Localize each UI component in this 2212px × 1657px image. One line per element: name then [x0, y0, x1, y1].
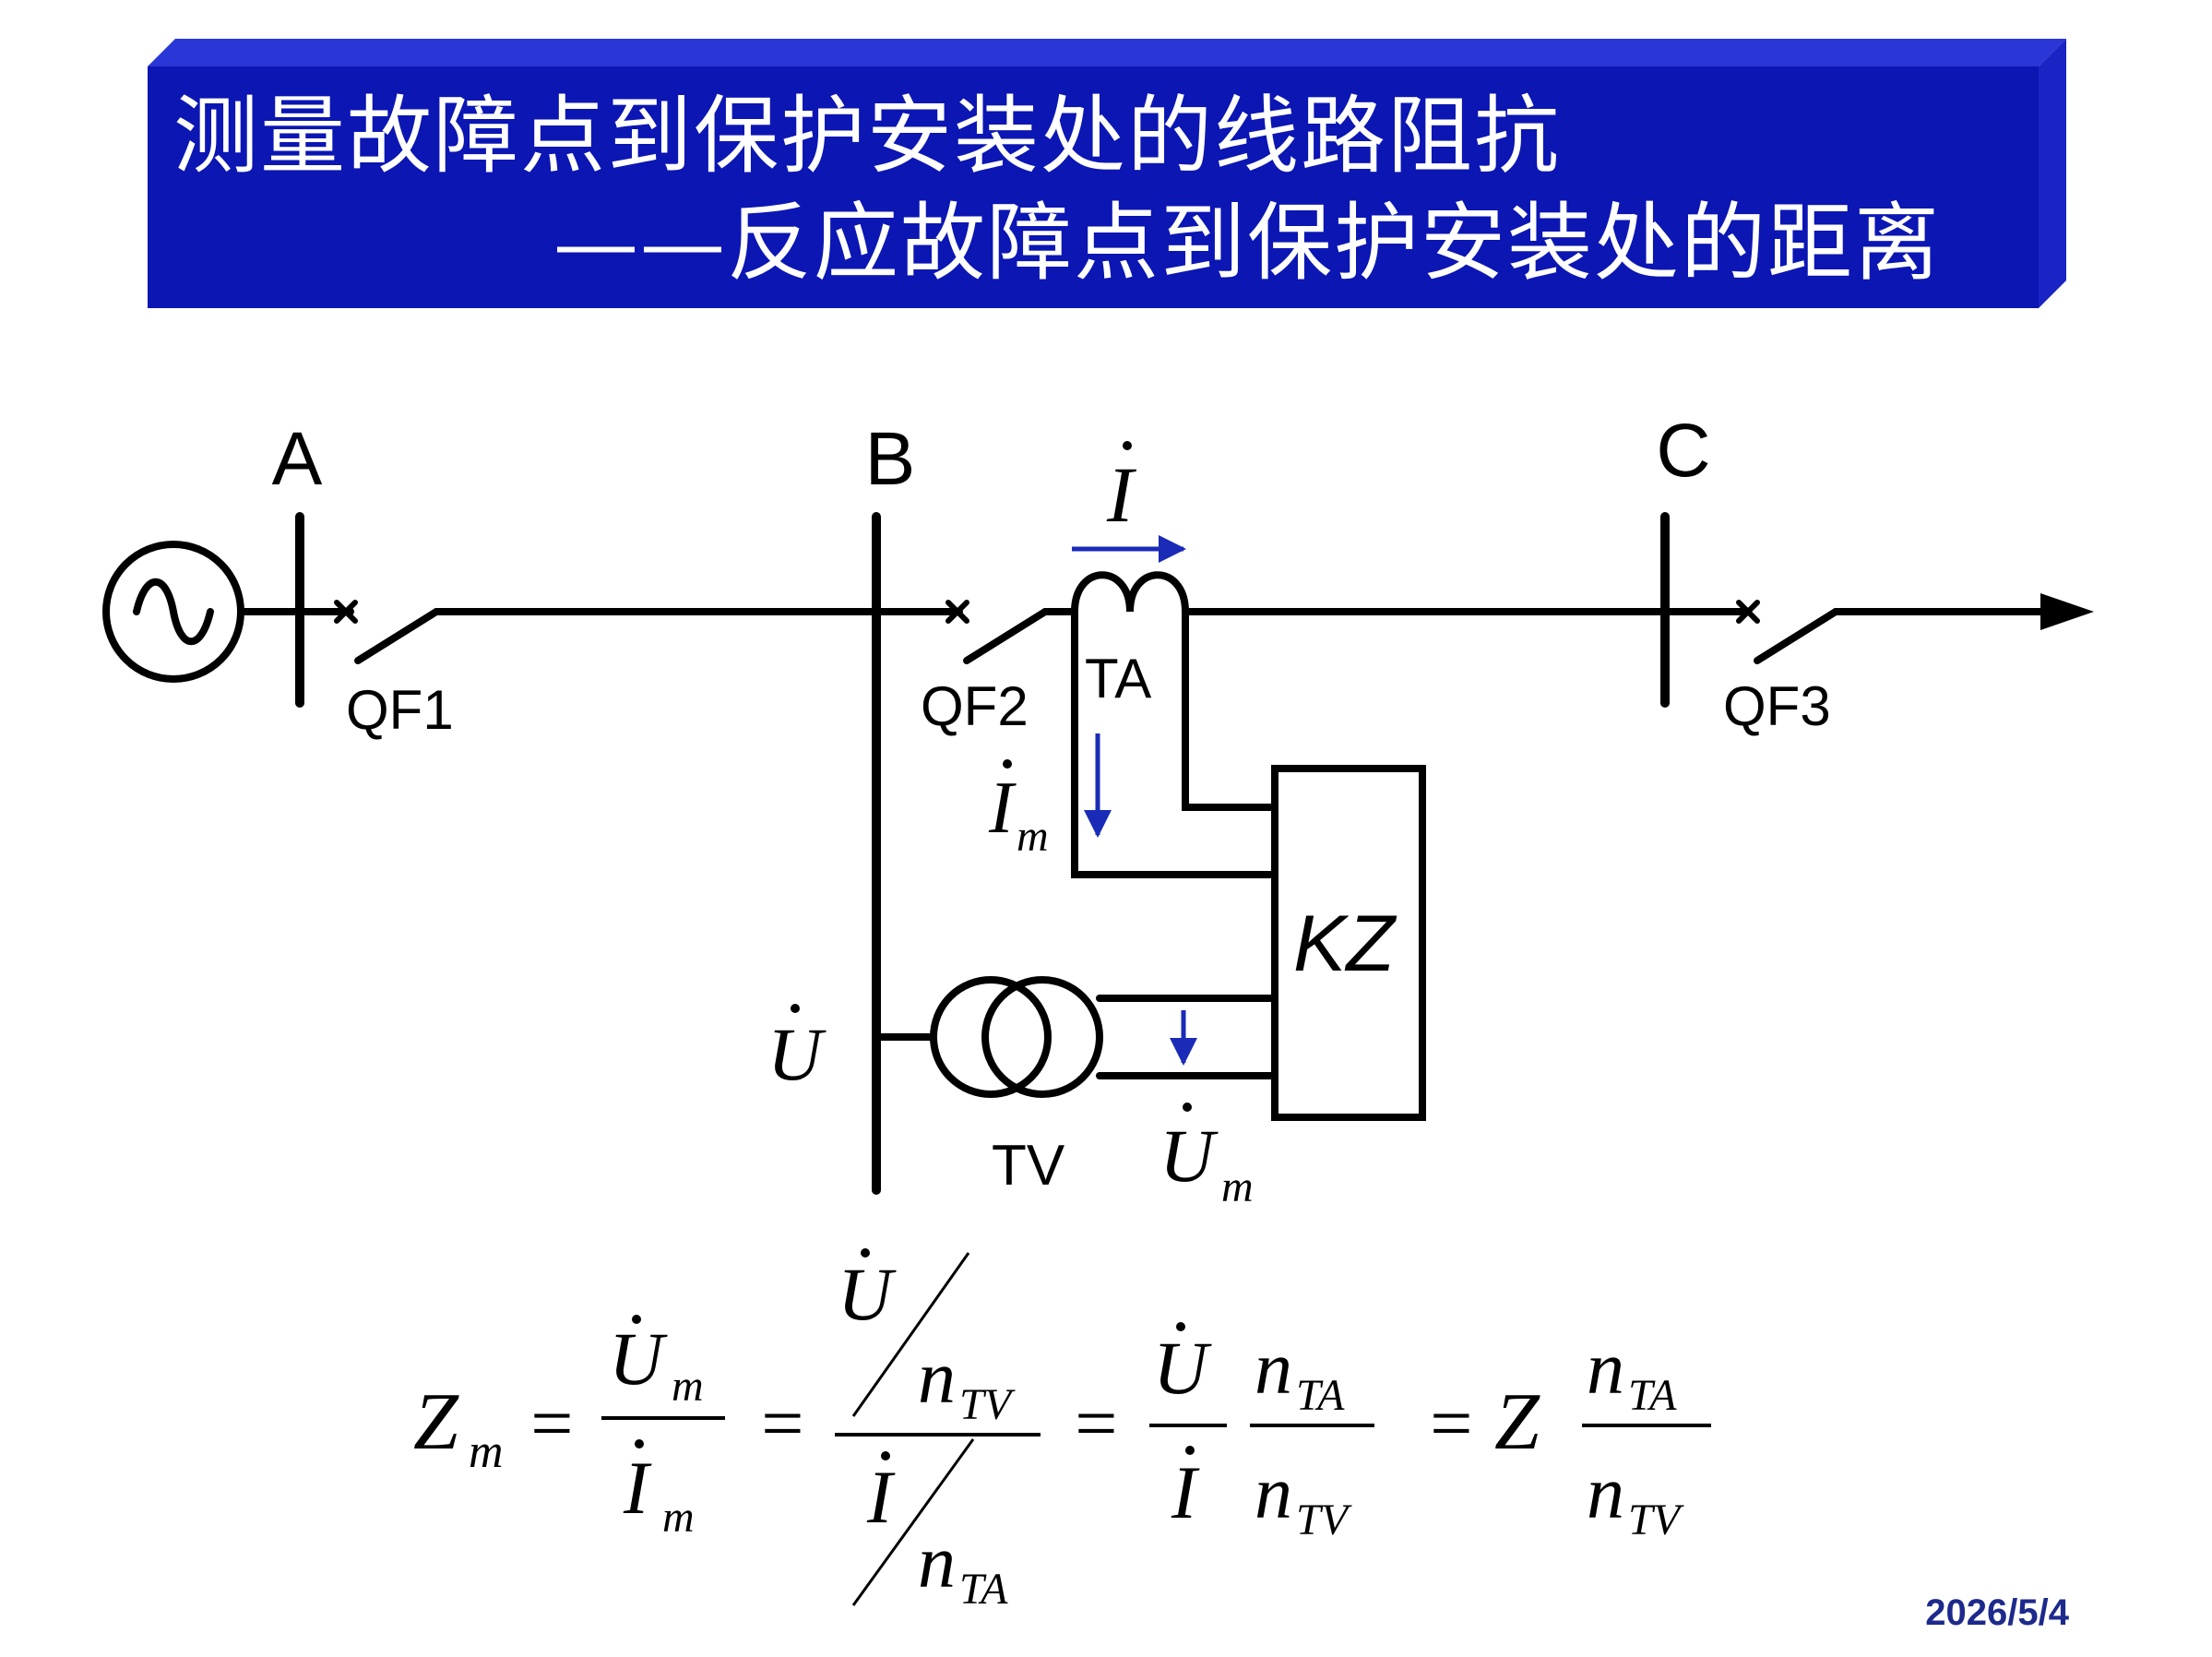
ta-label: TA: [1085, 648, 1151, 709]
qf2-cross-b: [945, 600, 969, 624]
formula-u2: U: [1153, 1326, 1212, 1410]
formula-im-dot: [635, 1439, 644, 1448]
measured-voltage-symbol: U: [1160, 1114, 1219, 1198]
formula-z-sub: m: [469, 1425, 504, 1478]
formula-eq-1: =: [526, 1381, 577, 1465]
title-banner-shape: [148, 39, 2066, 308]
kz-label: KZ: [1293, 900, 1397, 988]
formula-i: I: [866, 1455, 896, 1539]
banner-front-face: [148, 66, 2039, 308]
bus-a-label: A: [272, 417, 323, 501]
formula-n-tv2: n: [1255, 1450, 1292, 1534]
tv-winding-2: [981, 976, 1103, 1098]
measured-current-symbol: I: [988, 768, 1017, 849]
qf3-cross-b: [1736, 600, 1760, 624]
formula-n-ta2-sub: TA: [1296, 1371, 1345, 1420]
tv-winding-1: [930, 976, 1052, 1098]
line-output-arrow: [2040, 593, 2094, 630]
measured-current-subscript: m: [1017, 812, 1049, 861]
voltage-symbol: U: [767, 1012, 827, 1096]
bus-b-label: B: [865, 417, 916, 501]
slide-date: 2026/5/4: [1925, 1592, 2069, 1633]
formula-um: U: [609, 1317, 668, 1401]
formula-n-tv2-sub: TV: [1296, 1496, 1352, 1544]
tv-label: TV: [992, 1134, 1065, 1198]
formula-u2-dot: [1176, 1322, 1185, 1331]
formula-slash-top: [851, 1252, 970, 1417]
formula-um-sub: m: [672, 1362, 704, 1411]
formula-eq-3: =: [1070, 1381, 1121, 1465]
current-symbol: I: [1106, 450, 1136, 539]
formula-um-dot: [632, 1315, 641, 1324]
formula-slash-bottom: [851, 1438, 975, 1606]
bus-c-label: C: [1656, 409, 1710, 493]
measured-voltage-subscript: m: [1221, 1162, 1254, 1211]
formula-n-tv3: n: [1587, 1450, 1624, 1534]
formula-n-ta: n: [918, 1520, 956, 1603]
formula-n-tv: n: [918, 1335, 956, 1419]
voltage-dot: [791, 1004, 800, 1013]
formula-u: U: [838, 1252, 897, 1336]
qf2-switch-blade: [963, 608, 1049, 664]
kz-relay-box: [1271, 765, 1426, 1121]
qf1-label: QF1: [346, 679, 454, 741]
ta-coil-icon: [1071, 571, 1189, 615]
ta-secondary-wire-right: [1182, 608, 1278, 811]
title-line-2: ——反应故障点到保护安装处的距离: [553, 194, 1942, 292]
impedance-formula: Z m = U m I m = U n TV I n TA =: [413, 1248, 1711, 1614]
qf1-switch-blade: [354, 608, 440, 664]
qf3-switch-blade: [1754, 608, 1839, 664]
formula-n-ta3-sub: TA: [1628, 1371, 1677, 1420]
formula-n-tv-sub: TV: [959, 1380, 1016, 1429]
formula-eq-2: =: [756, 1381, 807, 1465]
banner-side-face: [2039, 39, 2066, 308]
formula-i2-dot: [1185, 1446, 1195, 1455]
formula-u-dot: [861, 1248, 870, 1258]
measured-voltage-dot: [1183, 1103, 1192, 1112]
formula-im-sub: m: [662, 1493, 695, 1542]
qf2-label: QF2: [921, 675, 1029, 737]
formula-i2: I: [1171, 1450, 1200, 1534]
measured-current-dot: [1003, 759, 1012, 769]
formula-z: Z: [413, 1377, 459, 1467]
formula-n-tv3-sub: TV: [1628, 1496, 1684, 1544]
ta-secondary-wire-left: [1071, 608, 1278, 878]
current-dot: [1123, 441, 1132, 450]
qf3-label: QF3: [1723, 675, 1831, 737]
title-banner: 测量故障点到保护安装处的线路阻抗 ——反应故障点到保护安装处的距离: [148, 39, 2066, 316]
formula-z2: Z: [1494, 1377, 1540, 1467]
qf1-cross-b: [334, 600, 358, 624]
formula-n-ta3: n: [1587, 1326, 1624, 1410]
formula-n-ta2: n: [1255, 1326, 1292, 1410]
formula-eq-4: =: [1425, 1381, 1476, 1465]
title-line-1: 测量故障点到保护安装处的线路阻抗: [173, 87, 1562, 185]
banner-top-face: [148, 39, 2066, 66]
formula-im: I: [623, 1446, 652, 1530]
generator-sine-icon: [133, 578, 214, 645]
formula-i-dot: [881, 1451, 890, 1460]
formula-n-ta-sub: TA: [959, 1565, 1008, 1614]
